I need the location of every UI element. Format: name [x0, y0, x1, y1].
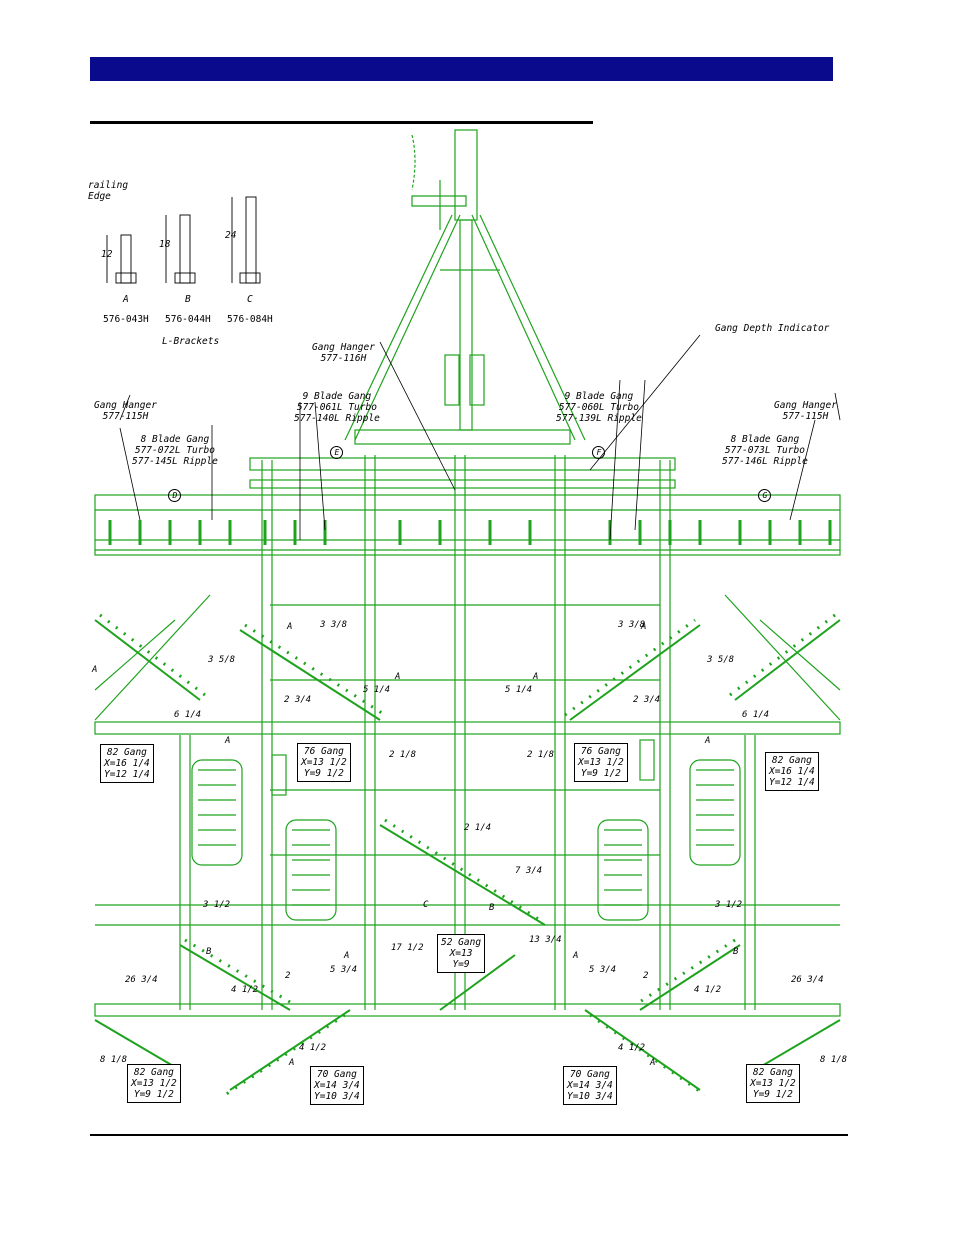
dim-label: 2 1/4 — [464, 823, 492, 833]
dim-label: 7 3/4 — [515, 866, 543, 876]
letter-c: C — [423, 900, 429, 910]
letter-b: B — [489, 903, 495, 913]
tire-left-rear — [285, 819, 337, 921]
bracket-c-dim: 24 — [225, 230, 237, 241]
dim-label: 17 1/2 — [391, 943, 424, 953]
frame-rails — [261, 455, 671, 1010]
center-cylinder-left — [444, 354, 460, 406]
bracket-a-dim: 12 — [101, 249, 113, 260]
tag-g: G — [758, 489, 772, 502]
center-cylinder-right — [469, 354, 485, 406]
leader-depth-indicator — [589, 334, 701, 471]
dim-label: 3 1/2 — [203, 900, 231, 910]
letter-a: A — [289, 1058, 295, 1068]
dim-label: 2 3/4 — [284, 695, 312, 705]
dim-label: 6 1/4 — [174, 710, 202, 720]
bracket-b-part: 576-044H — [165, 314, 211, 325]
leader-hanger-center — [379, 341, 456, 491]
footer-rule — [90, 1134, 848, 1136]
tag-d: D — [168, 489, 182, 502]
bracket-c-letter: C — [247, 294, 253, 305]
bracket-a-part: 576-043H — [103, 314, 149, 325]
angled-gangs — [94, 619, 841, 1091]
dim-label: 5 3/4 — [330, 965, 358, 975]
dim-label: 4 1/2 — [618, 1043, 646, 1053]
dim-label: 8 1/8 — [820, 1055, 848, 1065]
dim-label: 4 1/2 — [299, 1043, 327, 1053]
tire-right-front — [689, 759, 741, 866]
dim-label: 2 1/8 — [527, 750, 555, 760]
safety-chain — [411, 134, 416, 191]
dim-label: 5 3/4 — [589, 965, 617, 975]
title-rule — [90, 121, 593, 124]
dim-label: 26 3/4 — [125, 975, 158, 985]
dim-label: 5 1/4 — [363, 685, 391, 695]
dim-label: 13 3/4 — [529, 935, 562, 945]
dim-label: 3 1/2 — [715, 900, 743, 910]
letter-a: A — [705, 736, 711, 746]
letter-a: A — [344, 951, 350, 961]
letter-a: A — [225, 736, 231, 746]
dim-label: 3 5/8 — [208, 655, 236, 665]
mid-main-beam — [94, 721, 841, 735]
a-frame — [354, 214, 576, 441]
dim-label: 5 1/4 — [505, 685, 533, 695]
letter-a: A — [395, 672, 401, 682]
letter-a: A — [573, 951, 579, 961]
rear-main-beam — [94, 1003, 841, 1017]
tire-left-front — [191, 759, 243, 866]
header-bar — [90, 57, 833, 81]
dim-label: 3 5/8 — [707, 655, 735, 665]
l-bracket-drawings — [106, 196, 261, 284]
front-blades — [108, 520, 832, 545]
letter-a: A — [650, 1058, 656, 1068]
letter-a: A — [92, 665, 98, 675]
callout-depth-indicator: Gang Depth Indicator — [715, 323, 830, 334]
l-brackets-title: L-Brackets — [162, 336, 220, 347]
dim-label: 2 — [285, 971, 291, 981]
dim-label: 4 1/2 — [231, 985, 259, 995]
dim-label: 6 1/4 — [742, 710, 770, 720]
bracket-a-letter: A — [123, 294, 129, 305]
dim-label: 8 1/8 — [100, 1055, 128, 1065]
dim-label: 3 3/8 — [320, 620, 348, 630]
letter-a: A — [287, 622, 293, 632]
letter-a: A — [533, 672, 539, 682]
letter-b: B — [206, 947, 212, 957]
dim-label: 2 — [643, 971, 649, 981]
tag-f: F — [592, 446, 606, 459]
tire-right-rear — [597, 819, 649, 921]
letter-b: B — [733, 947, 739, 957]
dim-label: 4 1/2 — [694, 985, 722, 995]
letter-a: A — [641, 622, 647, 632]
tag-e: E — [330, 446, 344, 459]
bracket-b-dim: 18 — [159, 239, 171, 250]
front-gang-row — [94, 494, 841, 556]
front-main-beam — [249, 457, 676, 471]
bracket-b-letter: B — [185, 294, 191, 305]
dim-label: 3 3/8 — [618, 620, 646, 630]
dim-label: 2 1/8 — [389, 750, 417, 760]
bracket-c-part: 576-084H — [227, 314, 273, 325]
dim-label: 2 3/4 — [633, 695, 661, 705]
dim-label: 26 3/4 — [791, 975, 824, 985]
